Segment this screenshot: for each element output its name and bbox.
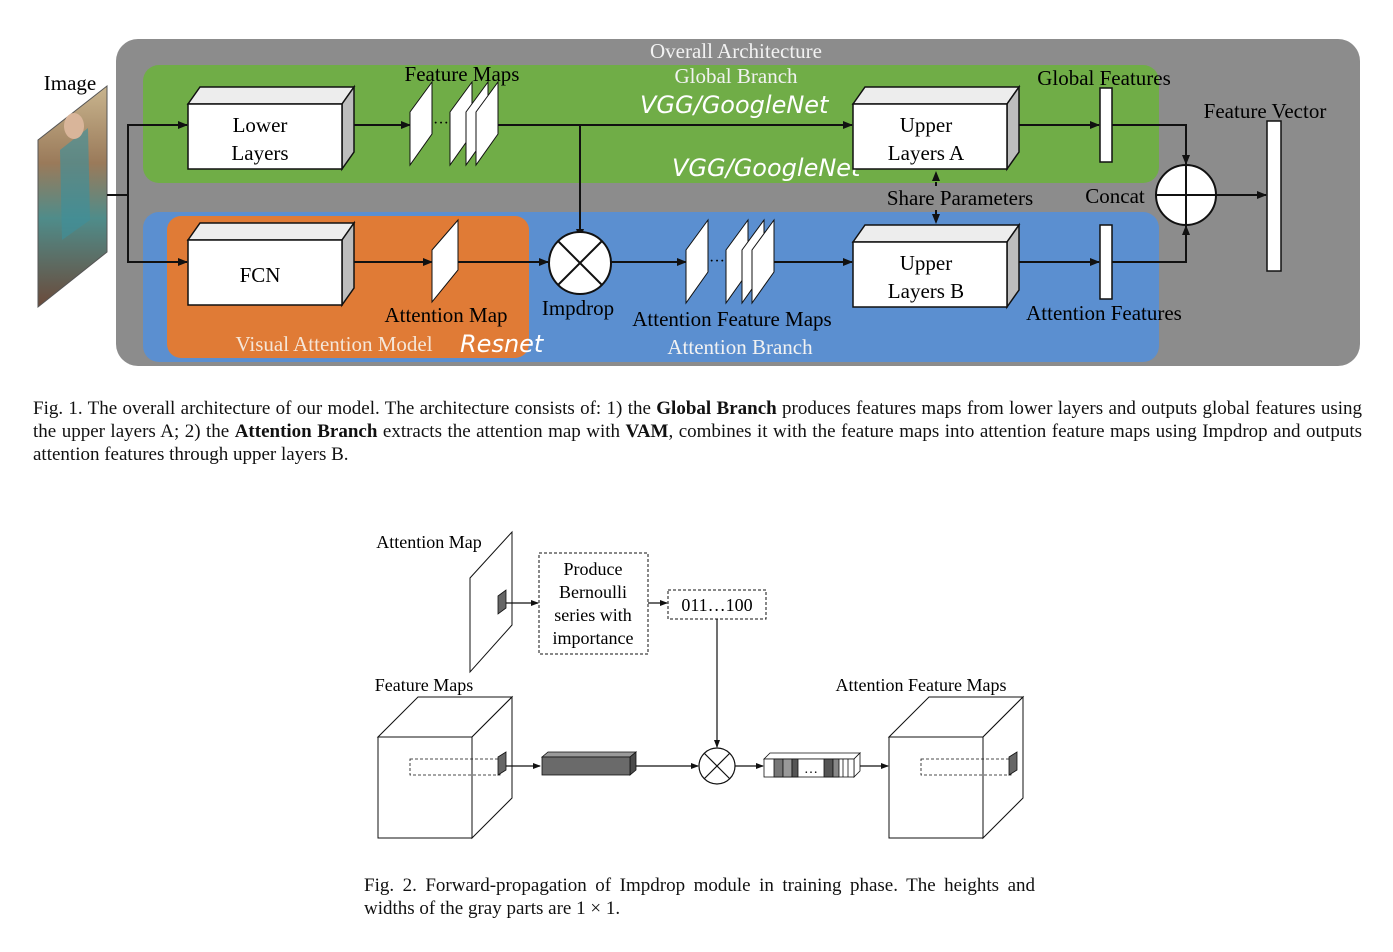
attention-features-label: Attention Features <box>1026 301 1182 325</box>
overall-architecture-label: Overall Architecture <box>650 39 822 63</box>
figure-1-architecture-diagram: Overall Architecture Global Branch Atten… <box>37 39 1360 366</box>
lower-layers-line1: Lower <box>233 113 288 137</box>
fig2-attention-map-label: Attention Map <box>376 532 482 552</box>
attention-feature-maps-label: Attention Feature Maps <box>632 307 831 331</box>
lower-layers-block: Lower Layers <box>186 84 356 172</box>
global-branch-label: Global Branch <box>674 64 798 88</box>
produce-line4: importance <box>553 628 634 648</box>
fig2-gray-column <box>540 751 638 776</box>
fig2-attention-feature-maps-cube <box>887 695 1025 840</box>
upper-b-line1: Upper <box>900 251 952 275</box>
produce-line1: Produce <box>564 559 623 579</box>
fcn-block: FCN <box>186 220 356 308</box>
upper-layers-a-block: Upper Layers A <box>851 84 1021 172</box>
fig2-ellipsis: … <box>804 762 818 777</box>
attention-features-to-concat-arrow <box>1112 225 1190 263</box>
fig2-feature-maps-label: Feature Maps <box>375 675 473 695</box>
lower-layers-line2: Layers <box>231 141 288 165</box>
figure-2-caption: Fig. 2. Forward-propagation of Impdrop m… <box>364 874 1035 920</box>
feature-maps-stack: ··· <box>409 80 499 167</box>
share-parameters-label: Share Parameters <box>887 186 1033 210</box>
fig2-attention-map-plane <box>469 530 513 674</box>
produce-line3: series with <box>554 605 631 625</box>
fcn-label: FCN <box>240 263 281 287</box>
caption1-attention-branch: Attention Branch <box>234 421 378 442</box>
upper-b-line2: Layers B <box>888 279 964 303</box>
handwritten-resnet: Resnet <box>460 330 545 358</box>
figure-2-impdrop-diagram: Attention Map Produce Bernoulli series w… <box>375 530 1025 840</box>
caption1-vam: VAM <box>625 421 669 442</box>
feature-maps-ellipsis: ··· <box>433 115 449 132</box>
vam-label: Visual Attention Model <box>235 332 432 356</box>
split-to-fcn-arrow <box>127 195 188 266</box>
binary-series-label: 011…100 <box>681 595 752 615</box>
binary-series-box <box>667 589 767 620</box>
feature-vector-label: Feature Vector <box>1204 99 1327 123</box>
attention-branch-label: Attention Branch <box>667 335 813 359</box>
handwritten-vgg-top: VGG/GoogleNet <box>640 91 830 119</box>
input-photo <box>37 84 108 309</box>
fig2-feature-maps-cube <box>376 695 514 840</box>
caption1-text2: produces features maps from lower layers… <box>33 398 1362 442</box>
feature-maps-label: Feature Maps <box>405 62 520 86</box>
attention-map-label: Attention Map <box>384 303 507 327</box>
fig2-attention-map-cell <box>497 589 507 615</box>
caption2-text: Fig. 2. Forward-propagation of Impdrop m… <box>364 875 1035 919</box>
fig2-multiply-operator <box>698 747 736 785</box>
impdrop-label: Impdrop <box>542 296 614 320</box>
feature-vector-bar <box>1266 120 1282 272</box>
caption1-global-branch: Global Branch <box>656 398 777 419</box>
caption1-text3: extracts the attention map with <box>377 421 626 442</box>
global-features-vector <box>1099 87 1113 163</box>
figure-1-caption: Fig. 1. The overall architecture of our … <box>33 397 1362 466</box>
split-to-lower-layers-arrow <box>127 121 188 195</box>
caption1-text4: , combines it with the feature maps into… <box>33 421 1362 465</box>
produce-line2: Bernoulli <box>559 582 627 602</box>
impdrop-operator <box>548 231 612 295</box>
global-features-label: Global Features <box>1037 66 1171 90</box>
image-label: Image <box>44 71 96 95</box>
handwritten-vgg-mid: VGG/GoogleNet <box>672 154 862 182</box>
attention-feature-maps-ellipsis: ··· <box>709 253 725 270</box>
fig2-masked-column: … <box>763 752 861 778</box>
attention-feature-maps-stack: ··· <box>685 218 775 305</box>
attention-map-plane <box>431 218 459 304</box>
concat-label: Concat <box>1085 184 1145 208</box>
fig2-attention-feature-maps-label: Attention Feature Maps <box>836 675 1007 695</box>
upper-layers-b-block: Upper Layers B <box>851 222 1021 310</box>
upper-a-line2: Layers A <box>888 141 965 165</box>
global-features-to-concat-arrow <box>1112 124 1190 165</box>
attention-features-vector <box>1099 224 1113 300</box>
caption1-lead: Fig. 1. The overall architecture of our … <box>33 398 657 419</box>
produce-bernoulli-box <box>538 552 649 655</box>
concat-operator <box>1155 164 1217 226</box>
upper-a-line1: Upper <box>900 113 952 137</box>
